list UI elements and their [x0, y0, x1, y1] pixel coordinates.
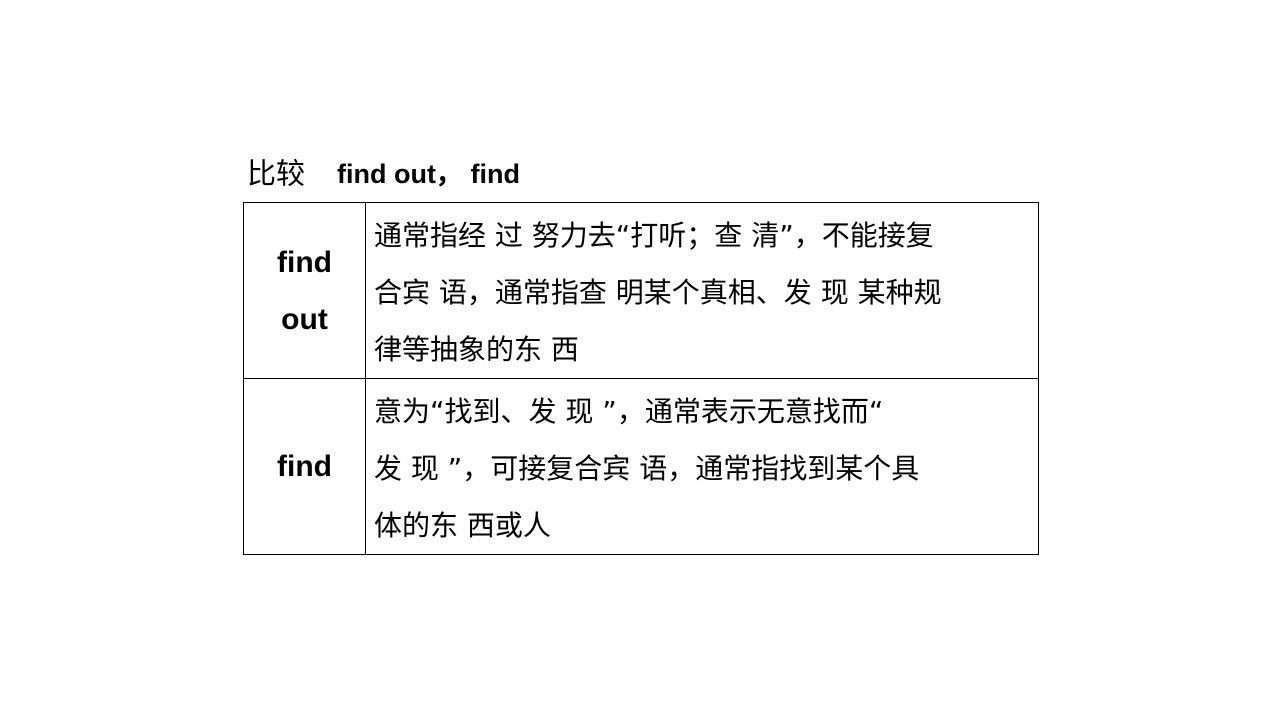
description-line: 发 现 ”，可接复合宾 语，通常指找到某个具	[374, 452, 920, 485]
description-line: 体的东 西或人	[374, 509, 551, 542]
description-line: 意为“找到、发 现 ”，通常表示无意找而“	[374, 395, 884, 428]
term-cell: find	[243, 378, 366, 555]
comparison-table: find out 通常指经 过 努力去“打听；查 清”，不能接复 合宾 语，通常…	[243, 202, 1039, 555]
heading-chinese: 比较	[247, 156, 306, 191]
description-line: 通常指经 过 努力去“打听；查 清”，不能接复	[374, 219, 934, 252]
heading: 比较 find out， find	[247, 152, 520, 194]
term-line: find	[277, 245, 332, 279]
table-row-find: find 意为“找到、发 现 ”，通常表示无意找而“ 发 现 ”，可接复合宾 语…	[243, 378, 1039, 555]
description-line: 律等抽象的东 西	[374, 333, 579, 366]
term-line: find	[277, 450, 332, 483]
description-line: 合宾 语，通常指查 明某个真相、发 现 某种规	[374, 276, 942, 309]
term-cell: find out	[243, 202, 366, 379]
table-row-find-out: find out 通常指经 过 努力去“打听；查 清”，不能接复 合宾 语，通常…	[243, 202, 1039, 379]
term-line: out	[281, 302, 328, 336]
heading-english: find out， find	[337, 158, 520, 189]
description-cell: 通常指经 过 努力去“打听；查 清”，不能接复 合宾 语，通常指查 明某个真相、…	[365, 202, 1039, 379]
description-cell: 意为“找到、发 现 ”，通常表示无意找而“ 发 现 ”，可接复合宾 语，通常指找…	[365, 378, 1039, 555]
